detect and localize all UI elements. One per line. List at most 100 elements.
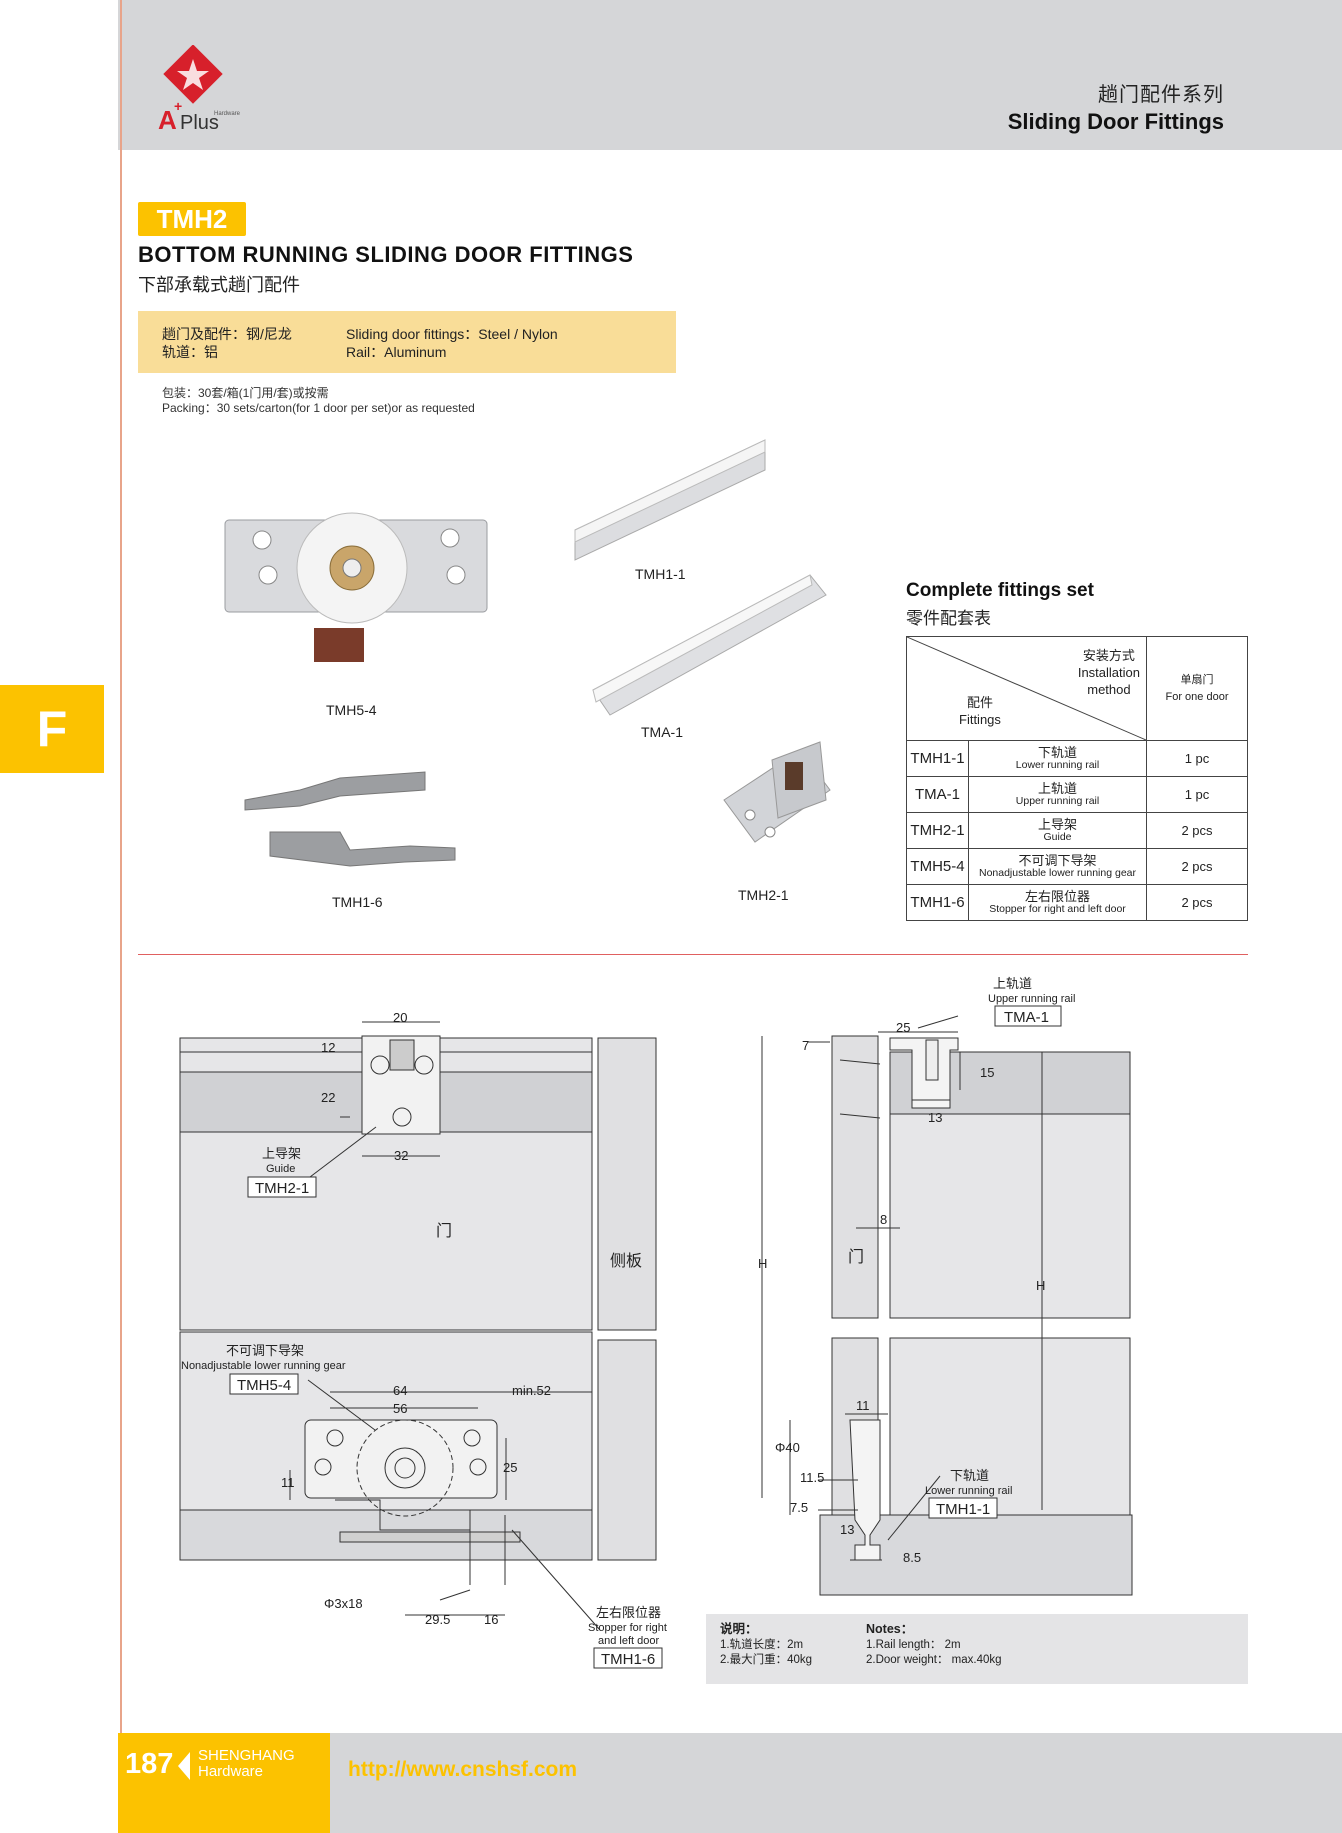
dim-22: 22 — [321, 1090, 335, 1105]
packing-cn: 包装：30套/箱(1门用/套)或按需 — [162, 386, 329, 400]
dim-min52: min.52 — [512, 1383, 551, 1398]
row-code: TMH5-4 — [906, 848, 969, 885]
chevron-left-icon — [178, 1752, 190, 1780]
label-gear-cn: 不可调下导架 — [226, 1343, 304, 1358]
svg-text:Hardware: Hardware — [214, 111, 241, 117]
spec-cn-line2: 轨道：铝 — [162, 344, 218, 360]
left-margin-rule — [120, 0, 122, 1833]
side-view-drawing — [761, 1015, 1133, 1596]
header-band — [118, 0, 1342, 150]
dim-15: 15 — [980, 1065, 994, 1080]
dim-11-5: 11.5 — [800, 1470, 824, 1485]
header-for-one-door: 单扇门 For one door — [1146, 636, 1248, 741]
label-stopper-en2: and left door — [598, 1635, 659, 1647]
label-guide-code: TMH2-1 — [255, 1180, 309, 1197]
spec-en-line1: Sliding door fittings：Steel / Nylon — [346, 326, 558, 342]
fittings-table: 安装方式 Installation method 配件 Fittings 单扇门… — [906, 636, 1248, 921]
label-door-right: 门 — [848, 1248, 864, 1266]
dim-64: 64 — [393, 1383, 407, 1398]
row-qty: 2 pcs — [1146, 812, 1248, 849]
label-upper-rail-cn: 上轨道 — [993, 976, 1032, 991]
header-fittings: 配件 Fittings — [959, 695, 1001, 727]
spec-cn-line1: 趟门及配件：钢/尼龙 — [162, 326, 292, 342]
dim-phi40: Φ40 — [775, 1440, 800, 1455]
row-code: TMH1-6 — [906, 884, 969, 921]
row-qty: 2 pcs — [1146, 884, 1248, 921]
part-label-tmh5-4: TMH5-4 — [326, 702, 377, 718]
notes-cn-title: 说明： — [720, 1622, 758, 1636]
model-tag: TMH2 — [138, 202, 246, 236]
drawing-labels: 门 侧板 上导架 Guide TMH2-1 不可调下导架 Nonadjustab… — [181, 976, 1075, 1669]
fittings-table-header-diag: 安装方式 Installation method 配件 Fittings — [906, 636, 1147, 741]
diagonal-line — [907, 637, 1146, 740]
aplus-logo: A + Plus Hardware — [158, 45, 241, 135]
packing-info: 包装：30套/箱(1门用/套)或按需 Packing：30 sets/carto… — [162, 386, 475, 416]
row-code: TMA-1 — [906, 776, 969, 813]
label-stopper-en1: Stopper for right — [588, 1622, 667, 1634]
tmh5-4-photo — [224, 512, 488, 662]
svg-text:Plus: Plus — [180, 112, 219, 134]
dim-11a: 11 — [281, 1475, 295, 1490]
label-door-left: 门 — [436, 1222, 452, 1240]
label-upper-rail-code: TMA-1 — [1004, 1009, 1049, 1026]
dim-13b: 13 — [840, 1522, 854, 1537]
footer-url-link[interactable]: http://www.cnshsf.com — [348, 1758, 578, 1781]
label-lower-rail-en: Lower running rail — [925, 1485, 1012, 1497]
part-label-tmh2-1: TMH2-1 — [738, 887, 789, 903]
label-upper-rail-en: Upper running rail — [988, 993, 1075, 1005]
part-label-tmh1-1: TMH1-1 — [635, 566, 686, 582]
dim-7-5: 7.5 — [790, 1500, 808, 1515]
row-code: TMH1-1 — [906, 740, 969, 777]
packing-en: Packing：30 sets/carton(for 1 door per se… — [162, 401, 475, 415]
dim-16: 16 — [484, 1612, 498, 1627]
tmh1-6-photo — [244, 771, 456, 867]
notes-en-title: Notes： — [866, 1622, 914, 1636]
label-gear-code: TMH5-4 — [237, 1377, 291, 1394]
header-title: 趟门配件系列 Sliding Door Fittings — [1008, 78, 1224, 135]
fittings-table-title-cn: 零件配套表 — [906, 609, 991, 628]
part-label-tmh1-6: TMH1-6 — [332, 894, 383, 910]
label-guide-cn: 上导架 — [262, 1146, 301, 1161]
row-qty: 2 pcs — [1146, 848, 1248, 885]
dim-13a: 13 — [928, 1110, 942, 1125]
header-installation: 安装方式 Installation method — [1077, 648, 1140, 697]
footer-yellow-block — [118, 1733, 330, 1833]
product-title-cn: 下部承载式趟门配件 — [138, 275, 300, 295]
row-qty: 1 pc — [1146, 740, 1248, 777]
dim-20: 20 — [393, 1010, 407, 1025]
dim-12: 12 — [321, 1040, 335, 1055]
dim-25a: 25 — [503, 1460, 517, 1475]
part-label-tma-1: TMA-1 — [641, 724, 683, 740]
svg-text:+: + — [174, 98, 182, 114]
product-title: BOTTOM RUNNING SLIDING DOOR FITTINGS — [138, 242, 634, 267]
row-code: TMH2-1 — [906, 812, 969, 849]
dim-8-5: 8.5 — [903, 1550, 921, 1565]
svg-text:A: A — [158, 105, 177, 135]
label-gear-en: Nonadjustable lower running gear — [181, 1360, 346, 1372]
label-side-panel: 侧板 — [610, 1252, 642, 1270]
label-stopper-cn: 左右限位器 — [596, 1605, 661, 1620]
dim-25b: 25 — [896, 1020, 910, 1035]
tmh2-1-photo — [723, 741, 831, 843]
notes-en-2: 2.Door weight： max.40kg — [866, 1654, 1002, 1666]
header-title-cn: 趟门配件系列 — [1098, 84, 1224, 106]
dim-56: 56 — [393, 1401, 407, 1416]
dim-H-left: H — [758, 1256, 767, 1271]
header-title-en: Sliding Door Fittings — [1007, 109, 1224, 134]
page-number: 187 — [125, 1748, 174, 1780]
dim-29-5: 29.5 — [425, 1612, 450, 1627]
label-guide-en: Guide — [266, 1163, 295, 1175]
section-divider — [138, 954, 1248, 955]
fittings-table-title: Complete fittings set — [906, 580, 1094, 601]
notes-cn-2: 2.最大门重：40kg — [720, 1654, 813, 1666]
spec-en-line2: Rail：Aluminum — [346, 344, 447, 360]
footer-brand: SHENGHANG Hardware — [198, 1747, 295, 1780]
